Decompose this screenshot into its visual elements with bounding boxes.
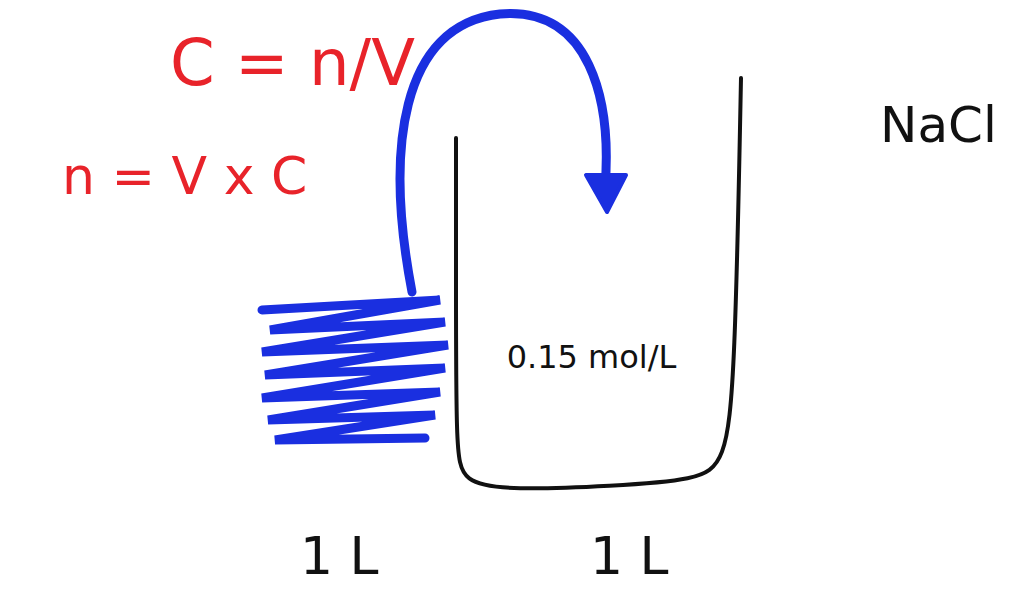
beaker-outline [452,78,747,493]
volume-label: 1 L [300,528,379,585]
pour-arrow [400,14,626,292]
formula: n = V x C [62,148,307,205]
volume-label: 1 L [590,528,669,585]
formula: C = n/V [170,28,415,98]
water-scribble [262,300,448,440]
substance-label: NaCl [880,98,997,153]
beaker-wall [456,78,741,488]
concentration-label: 0.15 mol/L [507,340,677,375]
beaker: 0.15 mol/L [452,78,747,493]
